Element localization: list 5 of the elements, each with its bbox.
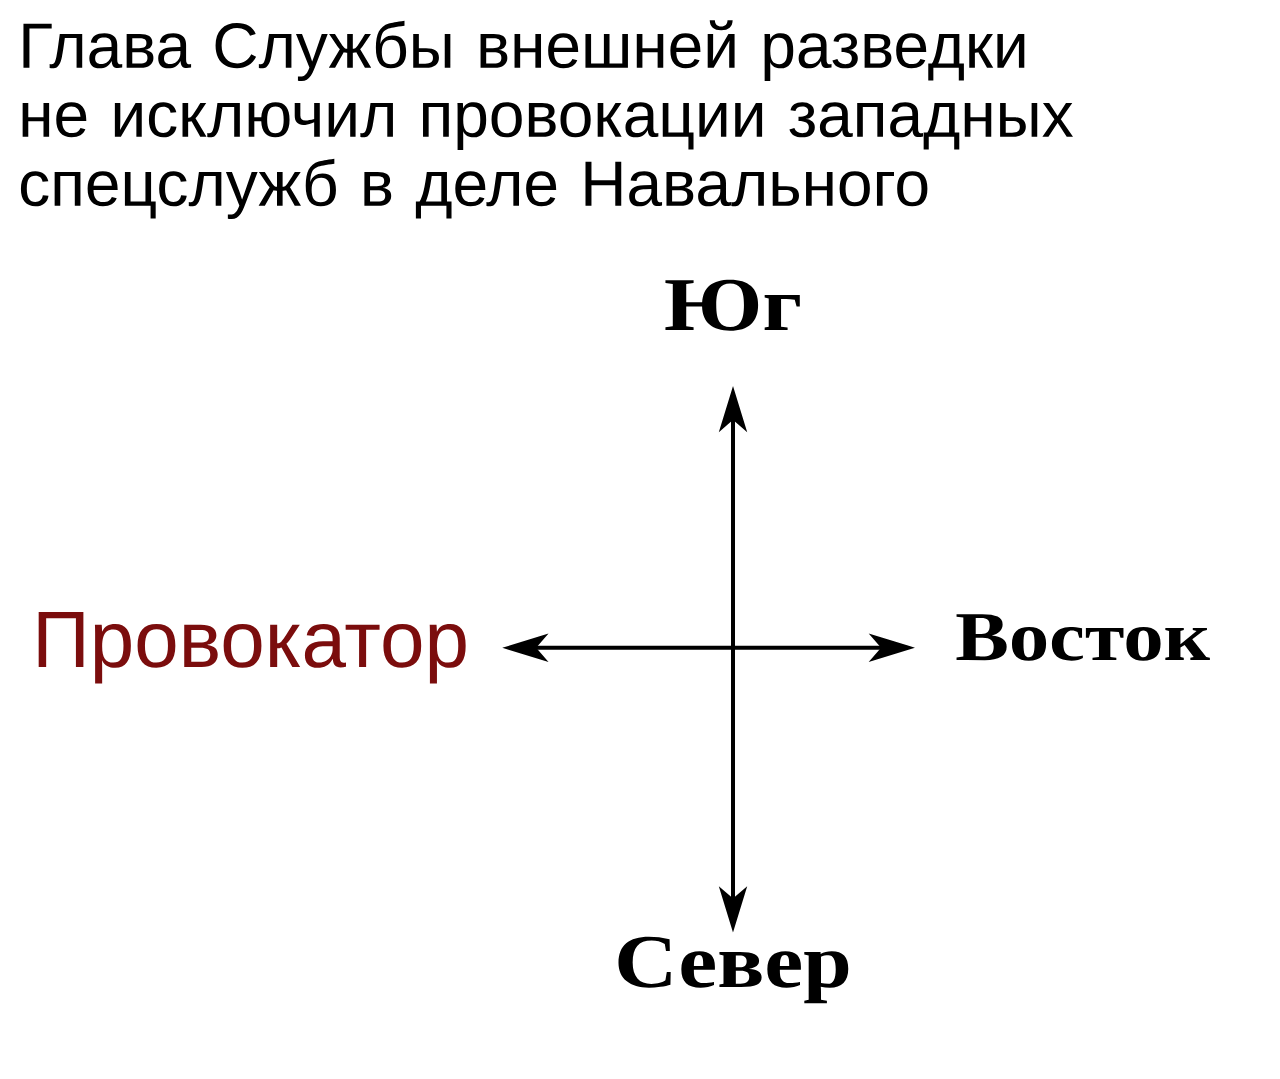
direction-label: Юг bbox=[665, 279, 800, 331]
direction-label: Восток bbox=[956, 614, 1210, 661]
headline: Глава Службы внешней разведки не исключил провокации западных спецслужб в деле Навального bbox=[20, 20, 1073, 219]
direction-label: Север bbox=[618, 936, 849, 1004]
direction-label: Провокатор bbox=[38, 611, 466, 684]
